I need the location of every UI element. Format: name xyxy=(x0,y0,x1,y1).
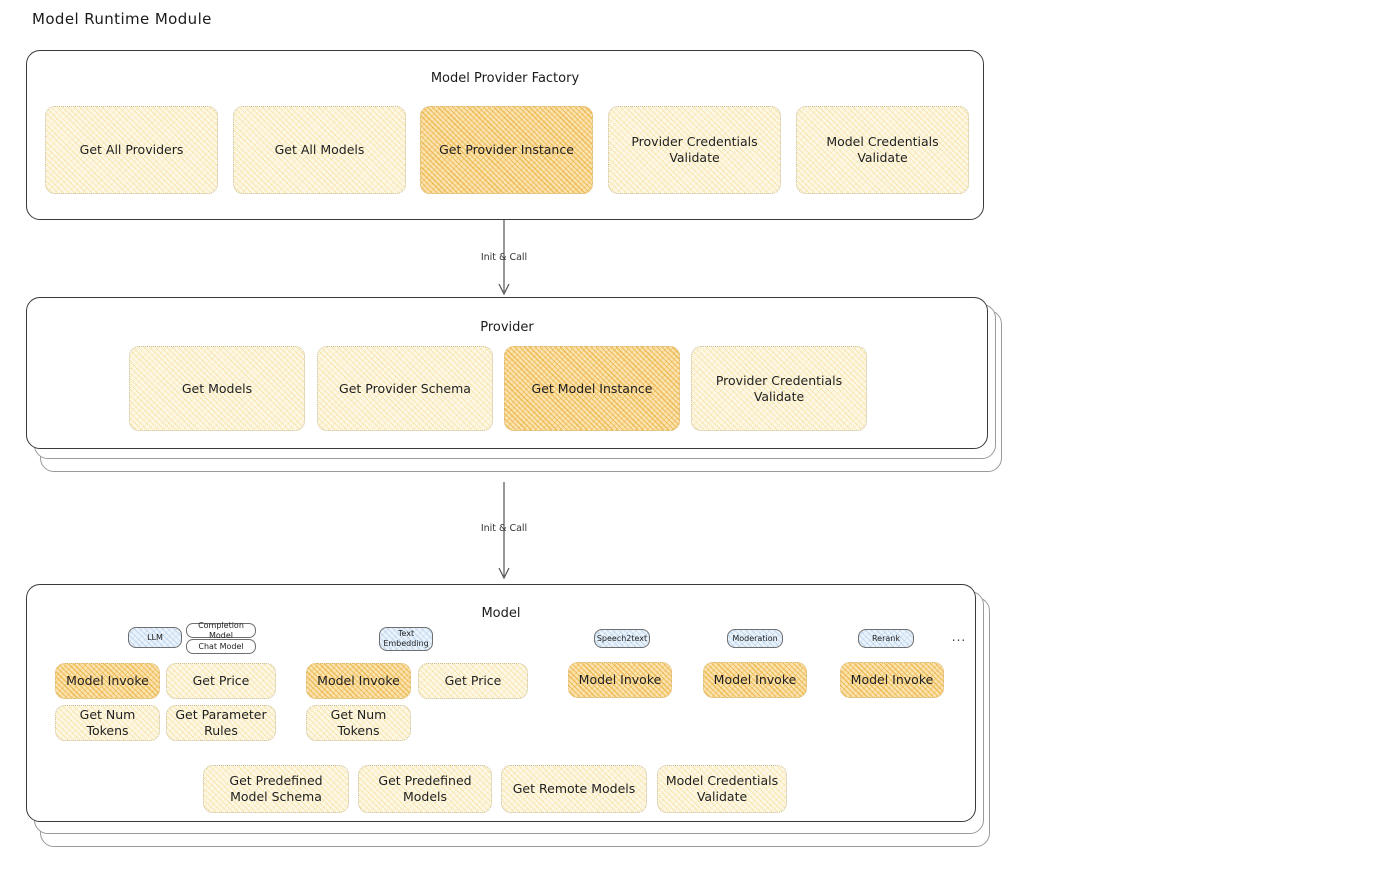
llm-method-get-parameter-rules[interactable]: Get Parameter Rules xyxy=(166,705,276,741)
method-label: Model Invoke xyxy=(66,673,149,689)
provider-node-provider-credentials-validate[interactable]: Provider Credentials Validate xyxy=(691,346,867,431)
model-types-more: ... xyxy=(951,630,967,644)
factory-node-label: Provider Credentials Validate xyxy=(631,134,758,165)
model-type-tag-label: LLM xyxy=(147,632,163,642)
method-label: Model Invoke xyxy=(317,673,400,689)
method-label: Get Predefined Model Schema xyxy=(229,773,323,804)
provider-node-label: Get Provider Schema xyxy=(339,380,471,396)
model-subtag-label: Chat Model xyxy=(198,641,244,651)
text-embedding-method-get-price[interactable]: Get Price xyxy=(418,663,528,699)
model-subtag-label: Completion Model xyxy=(198,620,244,640)
provider-node-get-model-instance[interactable]: Get Model Instance xyxy=(504,346,680,431)
rerank-method-model-invoke[interactable]: Model Invoke xyxy=(840,662,944,698)
model-type-tag-rerank[interactable]: Rerank xyxy=(858,629,914,648)
model-type-tag-text-embedding[interactable]: Text Embedding xyxy=(379,627,433,651)
provider-node-get-models[interactable]: Get Models xyxy=(129,346,305,431)
model-common-model-credentials-validate[interactable]: Model Credentials Validate xyxy=(657,765,787,813)
model-subtag-completion-model[interactable]: Completion Model xyxy=(186,620,256,640)
arrow-provider-to-model xyxy=(498,482,510,580)
provider-node-label: Get Models xyxy=(181,380,253,396)
method-label: Model Credentials Validate xyxy=(665,773,779,804)
model-subtag-chat-model[interactable]: Chat Model xyxy=(186,639,256,654)
method-label: Get Predefined Models xyxy=(378,773,472,804)
llm-method-get-price[interactable]: Get Price xyxy=(166,663,276,699)
method-label: Get Remote Models xyxy=(512,781,636,797)
moderation-method-model-invoke[interactable]: Model Invoke xyxy=(703,662,807,698)
model-type-tag-moderation[interactable]: Moderation xyxy=(727,629,783,648)
factory-node-model-credentials-validate[interactable]: Model Credentials Validate xyxy=(796,106,969,194)
arrow-label-provider-to-model: Init & Call xyxy=(480,523,528,534)
model-type-tag-label: Text Embedding xyxy=(383,629,429,648)
arrow-label-factory-to-provider: Init & Call xyxy=(480,252,528,263)
factory-node-get-provider-instance[interactable]: Get Provider Instance xyxy=(420,106,593,194)
factory-node-label: Get All Models xyxy=(274,142,365,158)
provider-title: Provider xyxy=(480,320,534,335)
method-label: Get Parameter Rules xyxy=(175,707,267,738)
factory-node-label: Model Credentials Validate xyxy=(826,134,939,165)
model-common-get-predefined-models[interactable]: Get Predefined Models xyxy=(358,765,492,813)
method-label: Model Invoke xyxy=(713,672,797,688)
model-type-tag-label: Moderation xyxy=(732,633,778,643)
factory-node-provider-credentials-validate[interactable]: Provider Credentials Validate xyxy=(608,106,781,194)
model-type-tag-label: Rerank xyxy=(871,633,900,643)
method-label: Get Price xyxy=(192,673,250,689)
model-type-tag-llm[interactable]: LLM xyxy=(128,627,182,648)
model-type-tag-speech2text[interactable]: Speech2text xyxy=(594,629,650,648)
method-label: Get Num Tokens xyxy=(79,707,136,738)
factory-node-get-all-models[interactable]: Get All Models xyxy=(233,106,406,194)
model-common-get-predefined-model-schema[interactable]: Get Predefined Model Schema xyxy=(203,765,349,813)
text-embedding-method-model-invoke[interactable]: Model Invoke xyxy=(306,663,411,699)
llm-method-get-num-tokens[interactable]: Get Num Tokens xyxy=(55,705,160,741)
text-embedding-method-get-num-tokens[interactable]: Get Num Tokens xyxy=(306,705,411,741)
arrow-factory-to-provider xyxy=(498,220,510,296)
provider-node-label: Get Model Instance xyxy=(531,380,653,396)
factory-node-label: Get All Providers xyxy=(79,142,184,158)
model-type-tag-label: Speech2text xyxy=(596,633,648,643)
method-label: Get Price xyxy=(444,673,502,689)
method-label: Model Invoke xyxy=(578,672,662,688)
llm-method-model-invoke[interactable]: Model Invoke xyxy=(55,663,160,699)
factory-node-label: Get Provider Instance xyxy=(439,142,574,158)
model-title: Model xyxy=(481,606,521,621)
speech2text-method-model-invoke[interactable]: Model Invoke xyxy=(568,662,672,698)
provider-node-get-provider-schema[interactable]: Get Provider Schema xyxy=(317,346,493,431)
page-title: Model Runtime Module xyxy=(32,10,212,28)
factory-node-get-all-providers[interactable]: Get All Providers xyxy=(45,106,218,194)
model-common-get-remote-models[interactable]: Get Remote Models xyxy=(501,765,647,813)
provider-node-label: Provider Credentials Validate xyxy=(715,372,843,404)
factory-title: Model Provider Factory xyxy=(430,71,580,86)
method-label: Get Num Tokens xyxy=(330,707,387,738)
method-label: Model Invoke xyxy=(850,672,934,688)
